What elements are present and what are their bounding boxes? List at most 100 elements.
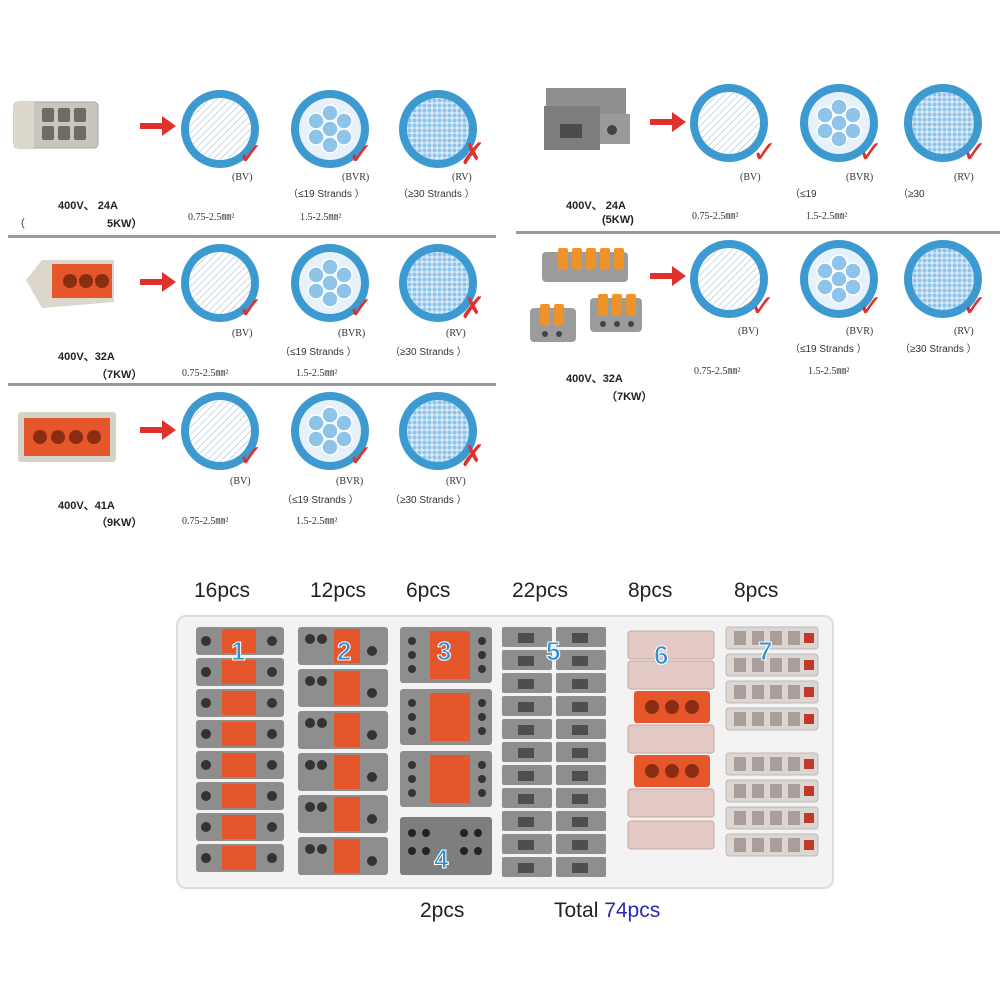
compartment-3 — [398, 625, 494, 877]
section-divider — [8, 383, 496, 386]
rating-power: （9KW） — [96, 517, 143, 529]
wire-type-label: (RV) — [446, 476, 466, 487]
wire-cross-section-rv — [904, 240, 982, 318]
wire-cross-section-bv — [181, 90, 259, 168]
red-arrow-icon — [140, 420, 176, 440]
wire-type-label: (BV) — [738, 326, 759, 337]
kit-total-label: Total — [554, 899, 605, 922]
wire-type-label: (BV) — [232, 328, 253, 339]
wire-type-label: (BVR) — [846, 172, 874, 183]
wire-cross-section-bv — [181, 392, 259, 470]
connector-image-grey-lever — [540, 84, 632, 154]
wire-strands-label: （≤19 Strands ） — [288, 189, 365, 200]
wire-cross-section-bvr — [800, 84, 878, 162]
kit-count-2: 12pcs — [310, 579, 367, 602]
wire-type-label: (BV) — [740, 172, 761, 183]
wire-strands-label: （≥30 Strands ） — [390, 347, 467, 358]
check-mark-icon: ✓ — [752, 135, 778, 170]
wire-range-label: 1.5-2.5㎜² — [808, 366, 850, 377]
kit-count-4: 2pcs — [420, 899, 465, 922]
check-mark-icon: ✓ — [348, 439, 374, 474]
check-mark-icon: ✓ — [348, 137, 374, 172]
wire-range-label: 0.75-2.5㎜² — [182, 368, 229, 379]
wire-range-label: 0.75-2.5㎜² — [692, 211, 739, 222]
wire-range-label: 1.5-2.5㎜² — [300, 212, 342, 223]
wire-type-label: (RV) — [954, 172, 974, 183]
wire-type-label: (RV) — [954, 326, 974, 337]
wire-strands-label: （≤19 Strands ） — [280, 347, 357, 358]
wire-cross-section-bv — [690, 84, 768, 162]
wire-cross-section-bv — [690, 240, 768, 318]
wire-cross-section-bvr — [291, 392, 369, 470]
connector-image-8-hole — [12, 96, 100, 152]
wire-cross-section-bvr — [291, 90, 369, 168]
rating-voltage-current: 400V、 24A — [566, 200, 626, 212]
kit-count-1: 16pcs — [194, 579, 251, 602]
kit-total-value: 74pcs — [604, 899, 661, 922]
wire-cross-section-rv — [399, 90, 477, 168]
rating-power: (5KW) — [602, 214, 634, 226]
check-mark-icon: ✓ — [238, 291, 264, 326]
connector-image-4-hole-orange — [18, 410, 116, 464]
rating-voltage-current: 400V、32A — [566, 373, 623, 385]
rating-power: （7KW） — [606, 391, 653, 403]
section-divider — [516, 231, 1000, 234]
check-mark-icon: ✓ — [962, 135, 988, 170]
compartment-number-7: 7 — [757, 636, 773, 667]
wire-cross-section-bvr — [800, 240, 878, 318]
wire-type-label: (BVR) — [846, 326, 874, 337]
compartment-2 — [294, 625, 392, 877]
red-arrow-icon — [140, 116, 176, 136]
red-arrow-icon — [650, 266, 686, 286]
rating-power: （7KW） — [96, 369, 143, 381]
wire-type-label: (BV) — [232, 172, 253, 183]
wire-type-label: (BV) — [230, 476, 251, 487]
rating-voltage-current: 400V、41A — [58, 500, 115, 512]
wire-range-label: 0.75-2.5㎜² — [694, 366, 741, 377]
rating-power: 5KW） — [107, 218, 143, 230]
compartment-number-3: 3 — [436, 636, 452, 667]
wire-strands-label: （≥30 Strands ） — [398, 189, 475, 200]
rating-paren: （ — [14, 218, 25, 230]
rating-voltage-current: 400V、 24A — [58, 200, 118, 212]
cross-mark-icon: ✗ — [460, 291, 486, 326]
wire-strands-label: （≥30 — [898, 189, 925, 200]
cross-mark-icon: ✗ — [460, 439, 486, 474]
wire-strands-label: （≤19 Strands ） — [790, 344, 867, 355]
red-arrow-icon — [650, 112, 686, 132]
wire-cross-section-bv — [181, 244, 259, 322]
compartment-5 — [500, 625, 610, 877]
wire-cross-section-rv — [399, 392, 477, 470]
compartment-1 — [192, 625, 288, 877]
check-mark-icon: ✓ — [238, 137, 264, 172]
wire-type-label: (RV) — [446, 328, 466, 339]
check-mark-icon: ✓ — [962, 289, 988, 324]
check-mark-icon: ✓ — [750, 289, 776, 324]
kit-total: Total 74pcs — [554, 899, 660, 923]
cross-mark-icon: ✗ — [460, 137, 486, 172]
check-mark-icon: ✓ — [348, 291, 374, 326]
section-divider — [8, 235, 496, 238]
check-mark-icon: ✓ — [238, 439, 264, 474]
wire-type-label: (BVR) — [342, 172, 370, 183]
kit-count-6: 8pcs — [628, 579, 673, 602]
compartment-number-5: 5 — [545, 636, 561, 667]
connector-image-3-hole-orange — [22, 250, 122, 314]
rating-voltage-current: 400V、32A — [58, 351, 115, 363]
wire-cross-section-rv — [399, 244, 477, 322]
wire-cross-section-bvr — [291, 244, 369, 322]
wire-range-label: 1.5-2.5㎜² — [296, 368, 338, 379]
wire-cross-section-rv — [904, 84, 982, 162]
wire-strands-label: （≥30 Strands ） — [900, 344, 977, 355]
compartment-number-6: 6 — [653, 640, 669, 671]
kit-count-3: 6pcs — [406, 579, 451, 602]
red-arrow-icon — [140, 272, 176, 292]
kit-count-7: 8pcs — [734, 579, 779, 602]
wire-strands-label: （≥30 Strands ） — [390, 495, 467, 506]
compartment-number-1: 1 — [230, 636, 246, 667]
wire-range-label: 1.5-2.5㎜² — [296, 516, 338, 527]
wire-type-label: (BVR) — [336, 476, 364, 487]
wire-range-label: 0.75-2.5㎜² — [188, 212, 235, 223]
compartment-number-2: 2 — [336, 636, 352, 667]
check-mark-icon: ✓ — [858, 289, 884, 324]
